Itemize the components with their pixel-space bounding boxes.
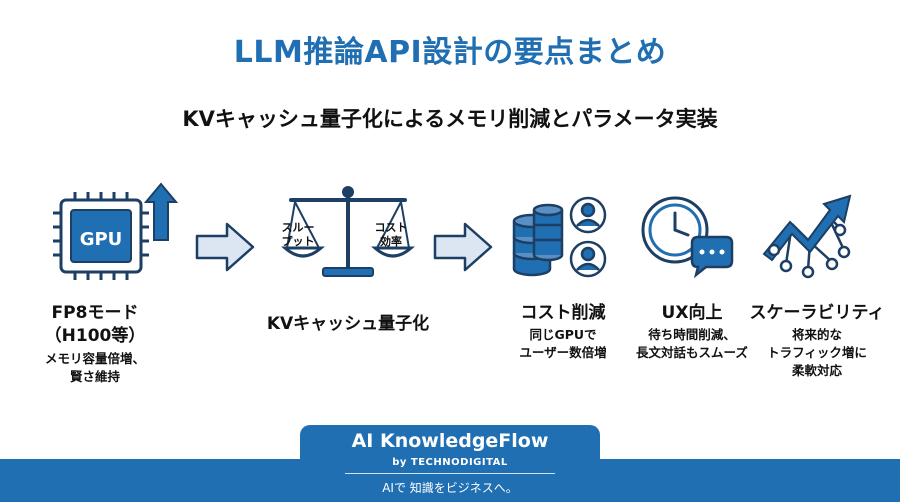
fp8-desc-line1: メモリ容量倍増、 (44, 351, 145, 366)
fp8-title-line2: （H100等） (44, 326, 146, 346)
footer-brand: AI KnowledgeFlow (351, 430, 549, 452)
clock-chat-icon (641, 196, 734, 279)
chat-bubble-icon (690, 235, 734, 279)
user-avatar-icon-2 (569, 240, 607, 278)
user-avatar-icon (569, 196, 607, 234)
benefit-cost-title: コスト削減 (520, 303, 606, 323)
scale-left-label-line2: プット (281, 235, 315, 248)
benefit-ux-desc-line2: 長文対話もスムーズ (636, 345, 748, 360)
benefit-cost-desc-line2: ユーザー数倍増 (519, 345, 607, 360)
benefit-scale-desc-line1: 将来的な (791, 327, 842, 342)
kv-title: KVキャッシュ量子化 (266, 314, 430, 334)
benefit-ux-desc-line1: 待ち時間削減、 (648, 327, 736, 342)
network-growth-icon (762, 194, 852, 279)
page-subtitle: KVキャッシュ量子化によるメモリ削減とパラメータ実装 (182, 107, 718, 131)
coin-stack (512, 203, 564, 277)
scale-left-label-line1: スルー (281, 221, 315, 234)
coins-users-icon (512, 196, 607, 278)
benefit-ux-title: UX向上 (661, 303, 723, 323)
flow-arrow-right-icon (195, 222, 255, 272)
benefit-scale-title: スケーラビリティ (749, 303, 885, 323)
up-arrow-icon (143, 182, 179, 241)
scale-right-label-line2: 効率 (380, 235, 402, 248)
page-title: LLM推論API設計の要点まとめ (233, 35, 667, 70)
footer-divider (345, 473, 555, 474)
footer-band (0, 459, 900, 502)
gpu-chip-label: GPU (79, 229, 123, 250)
gpu-chip-icon (53, 182, 179, 280)
footer-tab (300, 425, 600, 465)
benefit-scale-desc-line3: 柔軟対応 (791, 363, 842, 378)
benefit-scale-desc-line2: トラフィック増に (767, 345, 867, 360)
flow-arrow-right-icon-2 (433, 222, 493, 272)
scale-right-label-line1: コスト (374, 221, 408, 234)
fp8-desc-line2: 賢さ維持 (69, 369, 120, 384)
balance-scale-icon (281, 186, 415, 277)
benefit-cost-desc-line1: 同じGPUで (529, 327, 597, 342)
fp8-title-line1: FP8モード (51, 303, 139, 323)
footer-tagline: AIで 知識をビジネスへ。 (382, 481, 518, 495)
footer-by: by TECHNODIGITAL (392, 457, 508, 468)
